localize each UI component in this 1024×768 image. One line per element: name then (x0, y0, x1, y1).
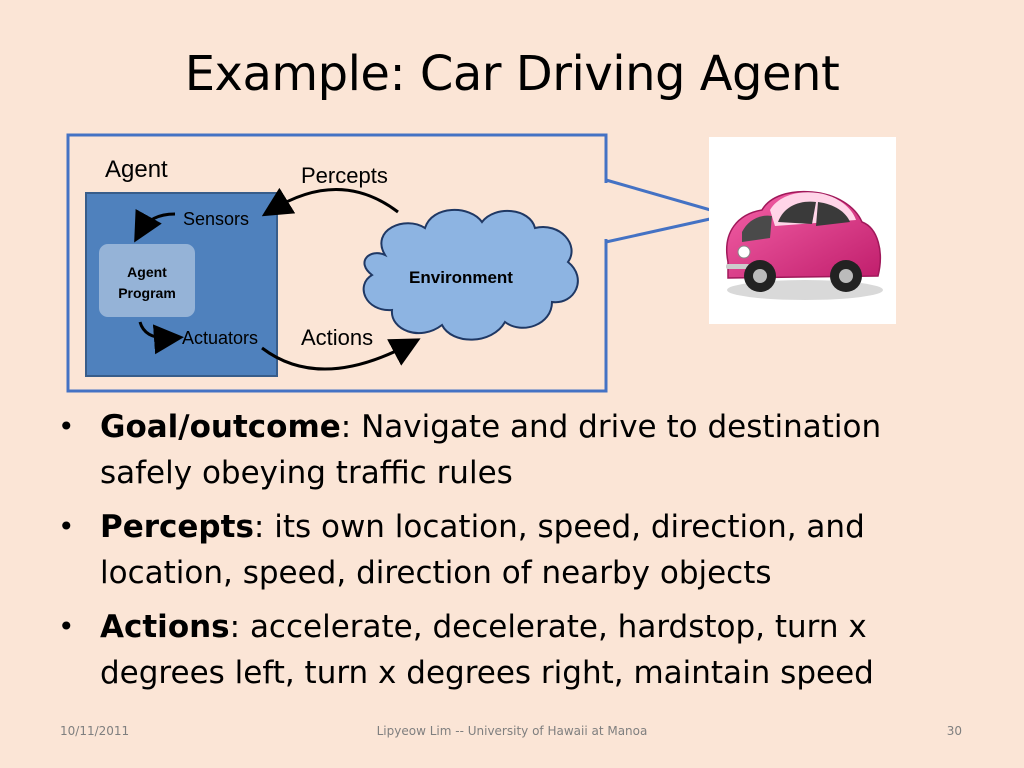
percepts-arrow (261, 187, 399, 217)
actuators-label: Actuators (182, 328, 258, 348)
program-to-actuators-arrow (138, 321, 184, 355)
bullet-dot-icon: • (58, 610, 75, 643)
percepts-label: Percepts (301, 163, 388, 188)
footer-date: 10/11/2011 (60, 724, 130, 738)
bullet-term: Actions (100, 609, 230, 645)
bullet-percepts: • Percepts: its own location, speed, dir… (56, 504, 976, 596)
sensors-to-program-arrow (134, 208, 176, 243)
agent-program-box (97, 242, 197, 319)
car-image (709, 137, 896, 324)
bullet-actions: • Actions: accelerate, decelerate, hards… (56, 604, 976, 696)
bullet-term: Percepts (100, 509, 254, 545)
slide-title: Example: Car Driving Agent (184, 46, 840, 102)
agent-label: Agent (105, 156, 168, 183)
actions-label: Actions (301, 325, 373, 350)
actions-arrow (261, 338, 421, 371)
environment-label: Environment (409, 268, 513, 287)
bullet-text: : its own location, speed, direction, an… (100, 509, 865, 591)
bullet-list: • Goal/outcome: Navigate and drive to de… (56, 404, 976, 704)
agent-program-label-line1: Agent (127, 264, 167, 280)
bullet-dot-icon: • (58, 510, 75, 543)
bullet-text: : Navigate and drive to destination safe… (100, 409, 882, 491)
agent-environment-diagram: Agent Sensors Agent Program Actuators Pe… (66, 133, 896, 393)
bullet-term: Goal/outcome (100, 409, 341, 445)
environment-cloud: Environment (362, 209, 579, 341)
bullet-text: : accelerate, decelerate, hardstop, turn… (100, 609, 874, 691)
bullet-goal: • Goal/outcome: Navigate and drive to de… (56, 404, 976, 496)
bullet-dot-icon: • (58, 410, 75, 443)
agent-program-label-line2: Program (118, 285, 176, 301)
footer-author: Lipyeow Lim -- University of Hawaii at M… (376, 724, 648, 738)
footer-page-number: 30 (946, 724, 962, 738)
sensors-label: Sensors (183, 209, 249, 229)
